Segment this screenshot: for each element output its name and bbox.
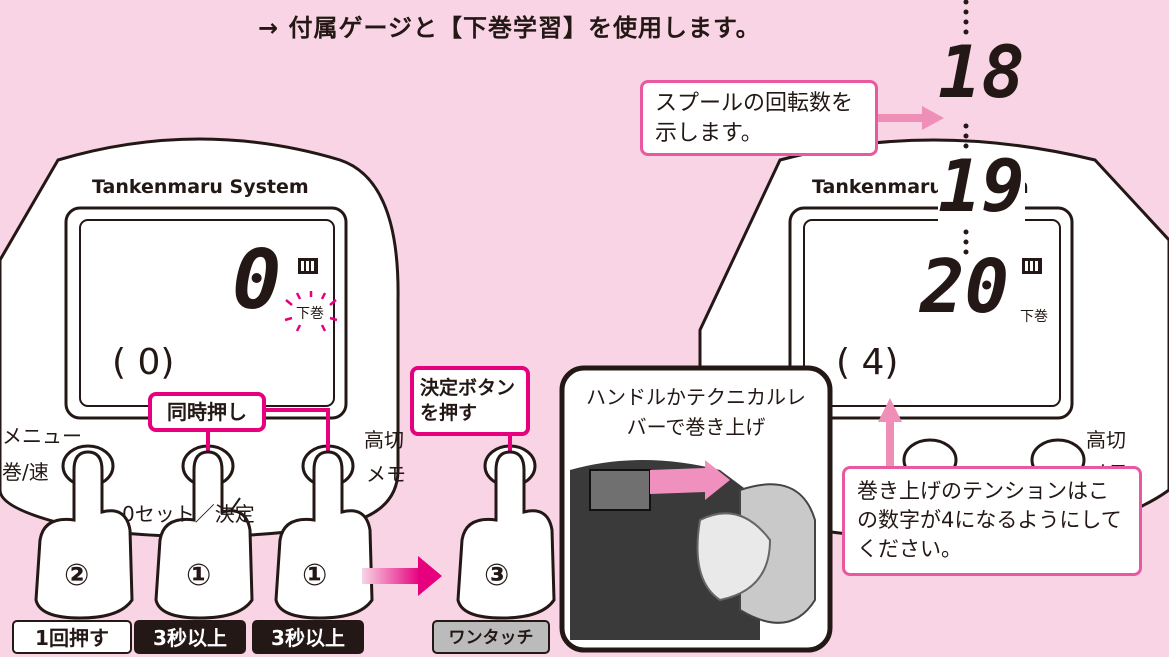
left-sub-digit: ( 0): [112, 342, 175, 383]
next-step-arrow: [362, 556, 442, 596]
hand-icon: [154, 450, 254, 620]
battery-icon: [1022, 258, 1042, 274]
menu-label: メニュー: [2, 424, 82, 448]
left-indicator: 下巻: [296, 306, 324, 322]
step-number: ①: [302, 558, 328, 593]
counter-top-digit: 18: [938, 30, 1025, 114]
right-sub-digit: ( 4): [836, 342, 899, 383]
counter-mid-digit: 19: [938, 144, 1025, 228]
page-title: → 付属ゲージと【下巻学習】を使用します。: [258, 14, 761, 42]
step-badge-hold-3s: 3秒以上: [252, 620, 364, 654]
spool-pointer-arrow: [878, 106, 944, 130]
right-lcd-screen: [803, 219, 1061, 407]
step-badge-press-once: 1回押す: [12, 620, 132, 654]
hand-icon: [456, 450, 556, 620]
spool-rotation-callout: スプールの回転数を示します。: [640, 80, 878, 156]
right-main-digit: 20: [920, 244, 1010, 330]
step-number: ①: [186, 558, 212, 593]
battery-icon: [298, 258, 318, 274]
step-badge-hold-3s: 3秒以上: [134, 620, 246, 654]
right-high-cut-label: 高切: [1086, 428, 1126, 452]
step-badge-one-touch: ワンタッチ: [432, 620, 550, 654]
left-main-digit: 0: [232, 233, 282, 328]
speed-label: 巻/速: [2, 460, 49, 484]
memo-label: メモ: [366, 462, 406, 486]
handle-caption: ハンドルかテクニカルレバーで巻き上げ: [586, 385, 806, 439]
step-number: ②: [64, 558, 90, 593]
step-number: ③: [484, 558, 510, 593]
counter-dots: [963, 0, 969, 255]
high-cut-label: 高切: [364, 428, 404, 452]
tension-pointer-arrow: [878, 398, 902, 466]
decide-button-callout: 決定ボタンを押す: [410, 366, 530, 436]
left-brand-label: Tankenmaru System: [92, 176, 309, 198]
right-indicator: 下巻: [1020, 309, 1048, 325]
hand-icon: [274, 450, 374, 620]
simultaneous-press-callout: 同時押し: [148, 392, 266, 432]
tension-callout: 巻き上げのテンションはこの数字が4になるようにしてください。: [842, 466, 1142, 576]
blinking-indicator-marks: [284, 291, 338, 332]
hand-icon: [34, 450, 134, 620]
zero-set-label: 0セット／決定: [122, 502, 255, 526]
reel-photo: [570, 460, 816, 640]
